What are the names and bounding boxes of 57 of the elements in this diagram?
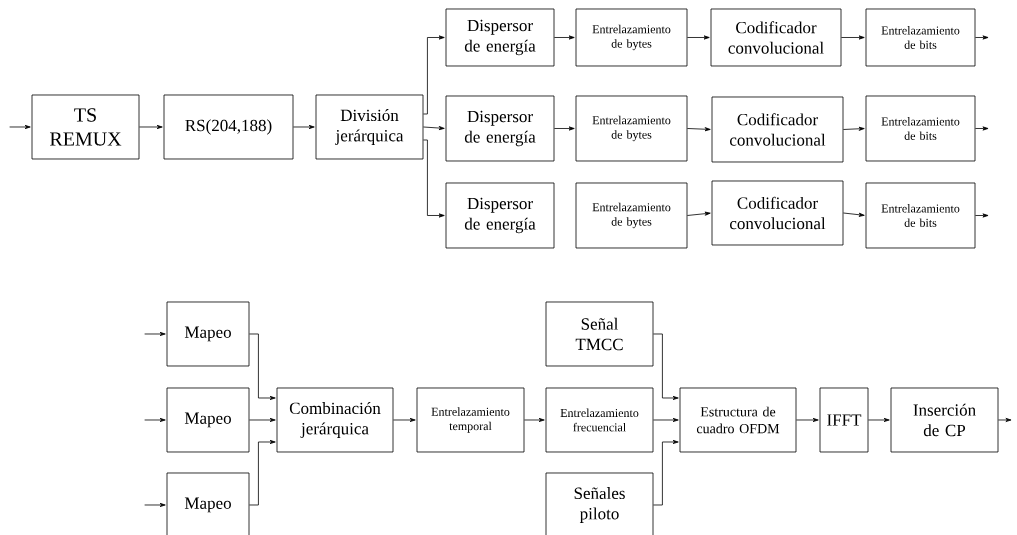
process-box: Entrelazamiento de bits <box>865 8 976 67</box>
process-box: Combinación jerárquica <box>276 387 394 453</box>
arrow <box>524 417 545 422</box>
process-box: Dispersor de energía <box>445 182 555 249</box>
arrow <box>843 126 865 131</box>
process-box: Dispersor de energía <box>445 95 555 162</box>
arrow <box>998 417 1012 422</box>
arrow <box>9 124 31 130</box>
process-box: Codificador convolucional <box>710 8 842 67</box>
arrow <box>975 126 989 131</box>
arrow <box>843 212 865 217</box>
arrow <box>687 127 711 132</box>
arrow <box>249 333 276 400</box>
process-box: Entrelazamiento de bytes <box>575 8 688 67</box>
process-box: Codificador convolucional <box>711 96 844 163</box>
process-box: TS REMUX <box>31 94 140 160</box>
arrow <box>975 35 989 40</box>
arrow <box>144 331 166 336</box>
arrow <box>841 35 865 40</box>
arrow <box>393 417 416 422</box>
process-box: Señal TMCC <box>545 301 654 367</box>
process-box: Estructura de cuadro OFDM <box>679 387 797 453</box>
process-box: Entrelazamiento de bits <box>865 95 976 162</box>
arrow <box>653 439 679 506</box>
arrow <box>653 417 679 422</box>
arrow <box>975 213 989 218</box>
arrow <box>423 126 445 131</box>
process-box: IFFT <box>819 387 869 453</box>
arrow <box>687 35 710 40</box>
arrow <box>144 417 166 422</box>
process-box: Entrelazamiento de bits <box>865 182 976 249</box>
arrow <box>249 439 276 506</box>
process-box: Entrelazamiento temporal <box>416 387 525 453</box>
arrow <box>423 35 445 115</box>
process-box: Entrelazamiento frecuencial <box>545 387 654 453</box>
arrow <box>653 333 679 400</box>
arrow <box>868 417 890 422</box>
arrow <box>144 502 166 507</box>
process-box: División jerárquica <box>315 94 424 160</box>
arrow <box>554 35 575 40</box>
process-box: Dispersor de energía <box>445 8 555 67</box>
process-box: Mapeo <box>166 472 250 535</box>
process-box: Codificador convolucional <box>711 180 844 246</box>
process-box: Inserción de CP <box>890 387 999 453</box>
process-box: Señales piloto <box>545 472 654 535</box>
process-box: Entrelazamiento de bytes <box>575 182 688 249</box>
process-box: Mapeo <box>166 387 250 453</box>
arrow <box>687 211 711 216</box>
arrow <box>139 124 163 130</box>
process-box: Mapeo <box>166 301 250 367</box>
arrow <box>423 139 445 218</box>
arrow <box>796 417 819 422</box>
process-box: RS(204,188) <box>163 94 294 160</box>
arrow <box>554 126 575 131</box>
arrow <box>249 417 276 422</box>
process-box: Entrelazamiento de bytes <box>575 95 688 162</box>
arrow <box>293 124 315 130</box>
